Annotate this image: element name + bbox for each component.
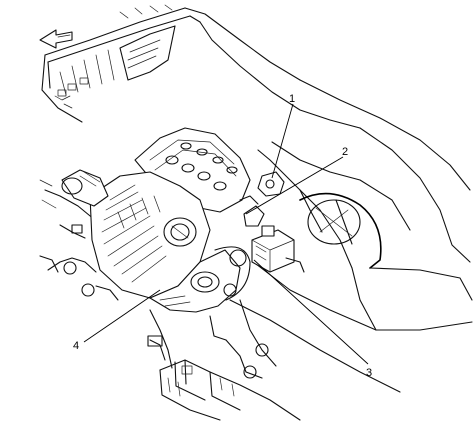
lower-harness — [149, 299, 277, 379]
engine-block — [61, 127, 251, 313]
callout-3-label: 3 — [366, 367, 372, 379]
callout-4-label: 4 — [73, 340, 79, 352]
fender-apron — [199, 21, 473, 393]
callout-1-label: 1 — [289, 93, 295, 105]
front-arrow-icon — [39, 29, 73, 49]
left-wiring-harness — [39, 179, 166, 361]
cowl-panel — [41, 4, 301, 123]
control-module — [251, 225, 305, 273]
callout-4-leader — [83, 289, 161, 343]
callout-1-leader — [271, 103, 294, 179]
callout-2-leader — [245, 156, 344, 215]
callout-2-label: 2 — [342, 146, 348, 158]
frame-rail — [159, 359, 301, 421]
callout-3-leader — [253, 259, 369, 365]
